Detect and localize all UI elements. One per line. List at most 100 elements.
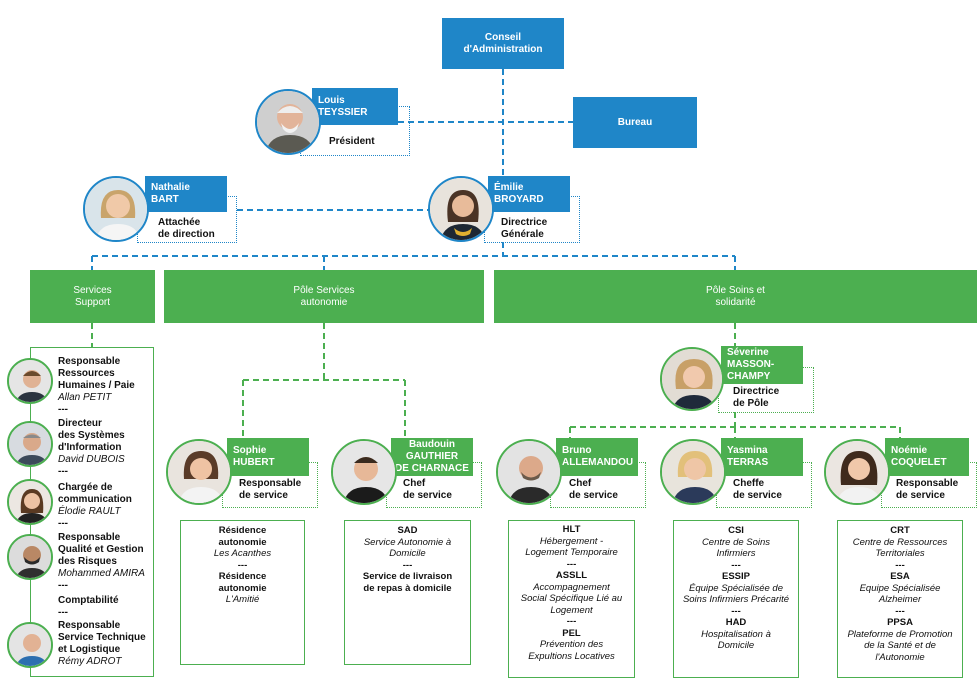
gauthier-first-name: Baudouin bbox=[408, 439, 456, 450]
com-title1: Chargée de bbox=[58, 482, 113, 493]
terras-svc-c: HAD bbox=[725, 617, 747, 628]
broyard-role-line2: Générale bbox=[501, 229, 544, 240]
allemandou-svc-a: HLT bbox=[562, 524, 581, 535]
gauthier-svc-separator: --- bbox=[402, 559, 413, 571]
dubois-photo bbox=[7, 421, 53, 467]
bart-role-line1: Attachée bbox=[158, 217, 201, 228]
teyssier-name-box: Louis TEYSSIER bbox=[312, 88, 398, 125]
tech-name: Rémy ADROT bbox=[58, 656, 122, 667]
qual-separator: --- bbox=[58, 580, 68, 591]
terras-svc-separator1: --- bbox=[731, 559, 741, 571]
com-separator: --- bbox=[58, 518, 68, 529]
masson-role-line2: de Pôle bbox=[733, 398, 769, 409]
broyard-photo bbox=[428, 176, 494, 242]
compta-separator: --- bbox=[58, 607, 68, 618]
pole-auto-line2: autonomie bbox=[300, 296, 348, 308]
gauthier-role: Chef de service bbox=[403, 478, 452, 502]
masson-first-name: Séverine bbox=[727, 347, 769, 358]
coquelet-first-name: Noémie bbox=[891, 445, 928, 456]
pole-soins-line2: solidarité bbox=[715, 296, 756, 308]
allemandou-svc-b-sub2: Social Spécifique Lié au bbox=[520, 593, 623, 604]
teyssier-first-name: Louis bbox=[318, 94, 345, 106]
si-separator: --- bbox=[58, 466, 68, 477]
allemandou-svc-separator2: --- bbox=[566, 616, 577, 627]
allemandou-svc-b-sub3: Logement bbox=[550, 604, 593, 616]
si-title2: des Systèmes bbox=[58, 430, 125, 441]
bart-role-line2: de direction bbox=[158, 229, 215, 240]
allemandou-role-line1: Chef bbox=[569, 478, 592, 489]
coquelet-svc-c-sub2: de la Santé et de bbox=[864, 640, 936, 651]
teyssier-role: Président bbox=[329, 136, 375, 147]
terras-svc-separator2: --- bbox=[731, 605, 741, 617]
hubert-services-box: Résidence autonomie Les Acanthes --- Rés… bbox=[180, 520, 305, 665]
terras-services-box: CSI Centre de Soins Infirmiers --- ESSIP… bbox=[673, 520, 799, 678]
hubert-svc-c1: Résidence bbox=[218, 571, 267, 582]
allemandou-svc-a-sub1: Hébergement - bbox=[539, 535, 604, 547]
gauthier-services-box: SAD Service Autonomie à Domicile --- Ser… bbox=[344, 520, 471, 665]
qual-title3: des Risques bbox=[58, 556, 117, 567]
broyard-last-name: BROYARD bbox=[494, 194, 544, 205]
bart-role: Attachée de direction bbox=[158, 217, 215, 241]
pole-support-line2: Support bbox=[74, 296, 111, 308]
terras-role-line1: Cheffe bbox=[733, 478, 765, 489]
si-title3: d'Information bbox=[58, 442, 122, 453]
bart-first-name: Nathalie bbox=[151, 182, 190, 193]
terras-svc-a-sub1: Centre de Soins bbox=[701, 536, 771, 548]
hubert-photo bbox=[166, 439, 232, 505]
hubert-role-line1: Responsable bbox=[239, 478, 302, 489]
masson-role-line1: Directrice bbox=[733, 386, 780, 397]
bureau-box: Bureau bbox=[573, 97, 697, 148]
support-rh: Responsable Ressources Humaines / Paie A… bbox=[58, 356, 152, 416]
allemandou-photo bbox=[496, 439, 562, 505]
rh-separator: --- bbox=[58, 404, 68, 415]
terras-first-name: Yasmina bbox=[727, 445, 768, 456]
terras-svc-b: ESSIP bbox=[722, 571, 750, 582]
terras-photo bbox=[660, 439, 726, 505]
terras-role-line2: de service bbox=[733, 490, 782, 501]
bart-last-name: BART bbox=[151, 194, 179, 205]
amira-photo bbox=[7, 534, 53, 580]
allemandou-first-name: Bruno bbox=[562, 445, 592, 456]
coquelet-role-line2: de service bbox=[896, 490, 945, 501]
broyard-name-box: Émilie BROYARD bbox=[488, 176, 570, 212]
terras-name-box: Yasmina TERRAS bbox=[721, 438, 803, 476]
broyard-role-line1: Directrice bbox=[501, 217, 548, 228]
terras-svc-b-sub2: Soins Infirmiers Précarité bbox=[682, 594, 790, 605]
si-title1: Directeur bbox=[58, 418, 102, 429]
hubert-svc-a2: autonomie bbox=[218, 536, 267, 548]
terras-svc-b-sub1: Équipe Spécialisée de bbox=[688, 582, 783, 594]
coquelet-role: Responsable de service bbox=[896, 478, 958, 502]
terras-svc-c-sub1: Hospitalisation à bbox=[701, 628, 771, 640]
gauthier-photo bbox=[331, 439, 397, 505]
bart-photo bbox=[83, 176, 149, 242]
rh-title2: Ressources bbox=[58, 368, 115, 379]
pole-services-autonomie: Pôle Services autonomie bbox=[164, 270, 484, 323]
coquelet-svc-a: CRT bbox=[890, 525, 910, 536]
hubert-name-box: Sophie HUBERT bbox=[227, 438, 309, 476]
hubert-role-line2: de service bbox=[239, 490, 288, 501]
allemandou-role-line2: de service bbox=[569, 490, 618, 501]
compta-title: Comptabilité bbox=[58, 595, 119, 606]
broyard-first-name: Émilie bbox=[494, 182, 524, 193]
gauthier-role-line1: Chef bbox=[403, 478, 426, 489]
pole-soins-line1: Pôle Soins et bbox=[706, 284, 765, 296]
terras-svc-a: CSI bbox=[728, 525, 744, 536]
terras-last-name: TERRAS bbox=[727, 457, 769, 468]
coquelet-services-box: CRT Centre de Ressources Territoriales -… bbox=[837, 520, 963, 678]
pole-services-support: Services Support bbox=[30, 270, 155, 323]
rh-title3: Humaines / Paie bbox=[58, 380, 135, 391]
hubert-last-name: HUBERT bbox=[233, 457, 275, 468]
coquelet-svc-separator1: --- bbox=[895, 559, 905, 571]
gauthier-last-name1: GAUTHIER bbox=[405, 451, 459, 462]
coquelet-svc-a-sub2: Territoriales bbox=[875, 548, 925, 559]
rh-name: Allan PETIT bbox=[58, 392, 112, 403]
gauthier-svc-b2: de repas à domicile bbox=[363, 582, 452, 594]
conseil-administration-box: Conseil d'Administration bbox=[442, 18, 564, 69]
qual-title1: Responsable bbox=[58, 532, 121, 543]
qual-name: Mohammed AMIRA bbox=[58, 568, 145, 579]
allemandou-svc-c-sub1: Prévention des bbox=[539, 639, 604, 650]
pole-support-line1: Services bbox=[73, 284, 112, 296]
support-qualite: Responsable Qualité et Gestion des Risqu… bbox=[58, 532, 152, 592]
allemandou-role: Chef de service bbox=[569, 478, 618, 502]
hubert-first-name: Sophie bbox=[233, 445, 267, 456]
